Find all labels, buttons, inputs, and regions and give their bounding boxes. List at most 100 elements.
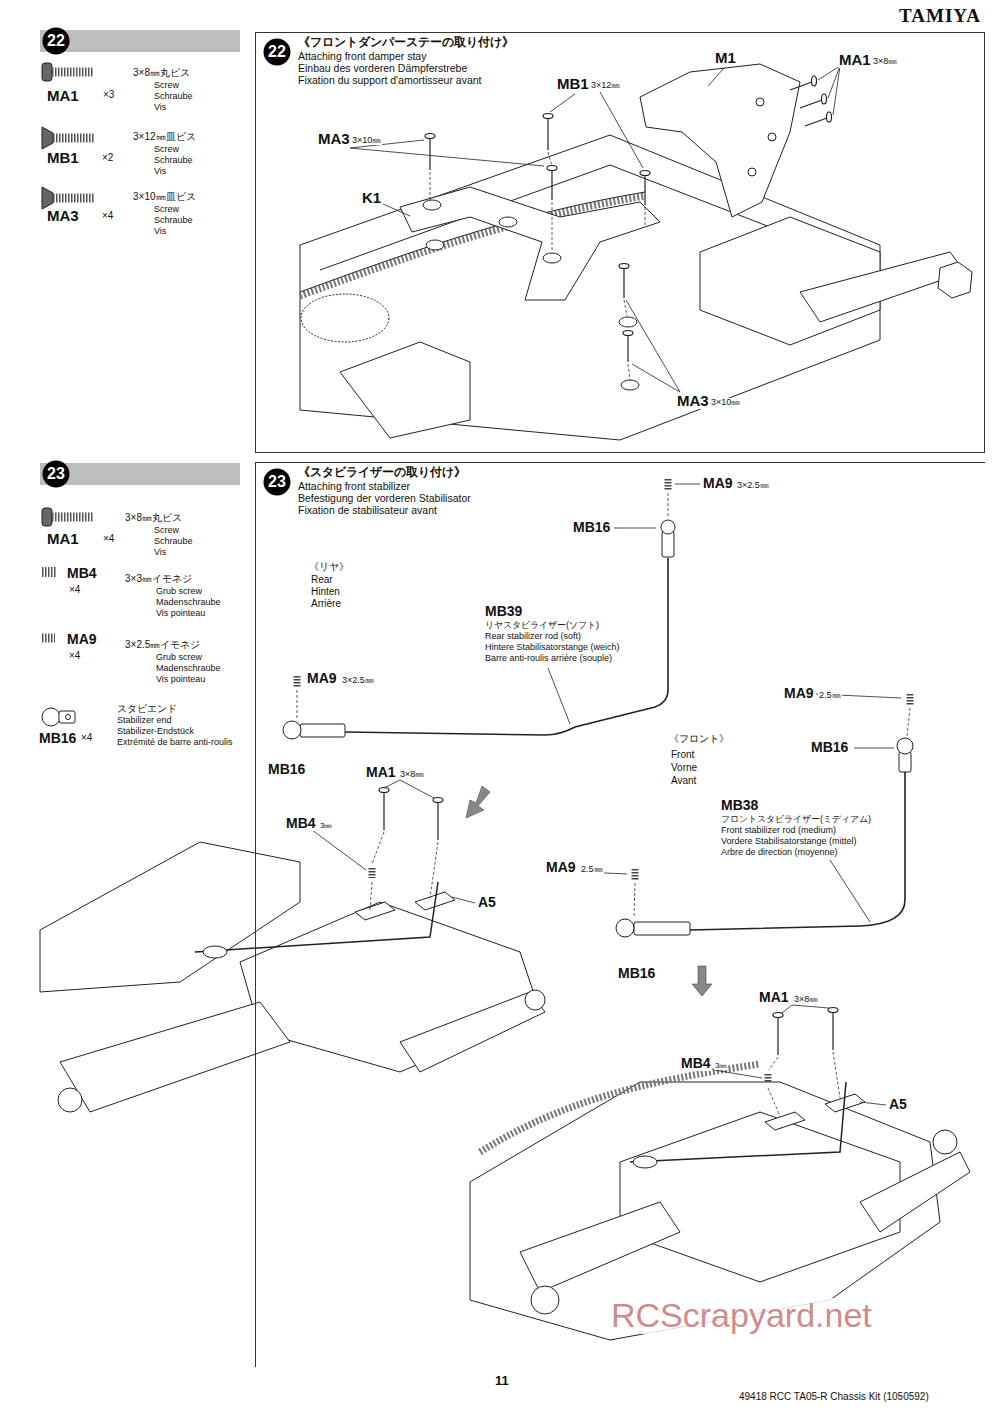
dimension: 3×2.5㎜ bbox=[736, 481, 770, 490]
part-description: 3×8㎜丸ビス bbox=[124, 513, 183, 524]
section-label: Rear bbox=[310, 575, 334, 586]
heading-translation: Attaching front damper stay bbox=[298, 50, 514, 62]
guide-line bbox=[297, 690, 298, 719]
screw bbox=[619, 264, 629, 269]
screw-icon bbox=[59, 711, 75, 723]
part-code: MB38 bbox=[720, 798, 759, 813]
quantity: ×4 bbox=[80, 733, 93, 744]
chassis-drawing bbox=[520, 1202, 680, 1292]
dimension: 2.5㎜ bbox=[818, 691, 842, 700]
section-label: Avant bbox=[670, 776, 697, 787]
chassis-drawing bbox=[423, 200, 441, 210]
guide-line bbox=[668, 493, 669, 518]
chassis-drawing bbox=[340, 342, 470, 438]
part-description: Screw bbox=[153, 526, 180, 535]
heading-translation: Attaching front stabilizer bbox=[298, 480, 471, 492]
chassis-drawing bbox=[633, 1156, 657, 1168]
chassis-drawing bbox=[195, 882, 438, 952]
part-code: MA3 bbox=[676, 393, 710, 409]
leader-line bbox=[312, 484, 901, 1105]
step-band bbox=[40, 30, 240, 52]
circle-outline bbox=[43, 461, 70, 488]
chassis-drawing bbox=[355, 902, 395, 920]
screw bbox=[790, 82, 812, 90]
leader-line bbox=[350, 66, 840, 392]
chassis-drawing bbox=[640, 64, 800, 217]
part-code: MA1 bbox=[838, 52, 872, 68]
guide-line bbox=[297, 493, 910, 918]
guide-line bbox=[833, 1052, 840, 1098]
part-description: Vis bbox=[153, 548, 167, 557]
part-description: Schraube bbox=[153, 156, 194, 165]
guide-line bbox=[370, 882, 372, 910]
section-label: Hinten bbox=[310, 587, 341, 598]
screw bbox=[379, 788, 838, 1056]
leader-line bbox=[600, 92, 643, 168]
leader-line bbox=[828, 66, 840, 98]
chassis-drawing bbox=[301, 294, 389, 342]
quantity: ×4 bbox=[101, 211, 114, 222]
screw bbox=[623, 268, 624, 298]
screw bbox=[800, 100, 822, 108]
part-code: MA1 bbox=[758, 990, 790, 1005]
screw bbox=[379, 788, 389, 793]
guide-line bbox=[645, 207, 646, 225]
part-description: Madenschraube bbox=[155, 664, 222, 673]
section-label: Arrière bbox=[310, 599, 342, 610]
part-code: K1 bbox=[361, 190, 382, 206]
footer-note: 49418 RCC TA05-R Chassis Kit (1050592) bbox=[738, 1392, 930, 1403]
chassis-drawing bbox=[400, 992, 545, 1072]
guide-line bbox=[370, 832, 840, 1116]
leader-line bbox=[312, 830, 366, 870]
panel-heading: 《スタビライザーの取り付け》Attaching front stabilizer… bbox=[298, 466, 471, 517]
screw-icon bbox=[52, 68, 94, 77]
dimension: 3㎜ bbox=[714, 1062, 728, 1070]
stabilizer-end bbox=[897, 738, 913, 754]
guide-line bbox=[634, 883, 635, 918]
leader-line bbox=[383, 204, 410, 216]
grub-screw bbox=[907, 694, 914, 705]
step-number: 23 bbox=[47, 466, 65, 482]
direction-arrow bbox=[692, 966, 712, 996]
leader-line bbox=[675, 484, 700, 485]
part-description: リヤスタビライザー(ソフト) bbox=[484, 621, 600, 630]
leader-line bbox=[792, 1005, 829, 1008]
grub-screw bbox=[632, 869, 639, 880]
part-code: MB39 bbox=[484, 604, 523, 619]
part-code: M1 bbox=[714, 50, 737, 66]
leader-line bbox=[452, 897, 475, 903]
part-code: MB16 bbox=[810, 740, 849, 755]
screw bbox=[827, 112, 832, 122]
stabilizer-end bbox=[662, 531, 674, 557]
screw bbox=[429, 138, 430, 170]
dimension: 3×10㎜ bbox=[710, 398, 741, 407]
screw bbox=[437, 802, 438, 840]
screw bbox=[640, 171, 650, 176]
leader-line bbox=[860, 1102, 886, 1105]
part-code: MB1 bbox=[556, 76, 590, 92]
screw-icon bbox=[66, 715, 71, 720]
guide-line bbox=[907, 708, 910, 736]
guide-line bbox=[628, 364, 630, 380]
part-code: MA9 bbox=[66, 632, 98, 647]
leader-line bbox=[400, 780, 434, 798]
part-description: Stabilizer-Endstück bbox=[116, 727, 195, 736]
part-description: Grub screw bbox=[155, 587, 203, 596]
screw bbox=[623, 331, 633, 336]
chassis-drawing bbox=[756, 98, 764, 106]
part-description: Vis bbox=[153, 227, 167, 236]
part-code: MA3 bbox=[46, 208, 80, 224]
chassis-drawing bbox=[531, 1286, 559, 1314]
leader-line bbox=[830, 860, 870, 922]
direction-arrow bbox=[466, 786, 490, 818]
dimension: 3×8㎜ bbox=[872, 57, 898, 66]
direction-arrow bbox=[466, 786, 712, 996]
heading-translation: Befestigung der vorderen Stabilisator bbox=[298, 492, 471, 504]
part-code: MA9 bbox=[545, 860, 577, 875]
heading-translation: Fixation de stabilisateur avant bbox=[298, 504, 471, 516]
panel-heading: 《フロントダンパーステーの取り付け》Attaching front damper… bbox=[298, 36, 514, 87]
screw-icon bbox=[42, 63, 94, 726]
step-number: 23 bbox=[268, 474, 286, 490]
circle-outline bbox=[264, 469, 291, 496]
part-description: Screw bbox=[153, 81, 180, 90]
